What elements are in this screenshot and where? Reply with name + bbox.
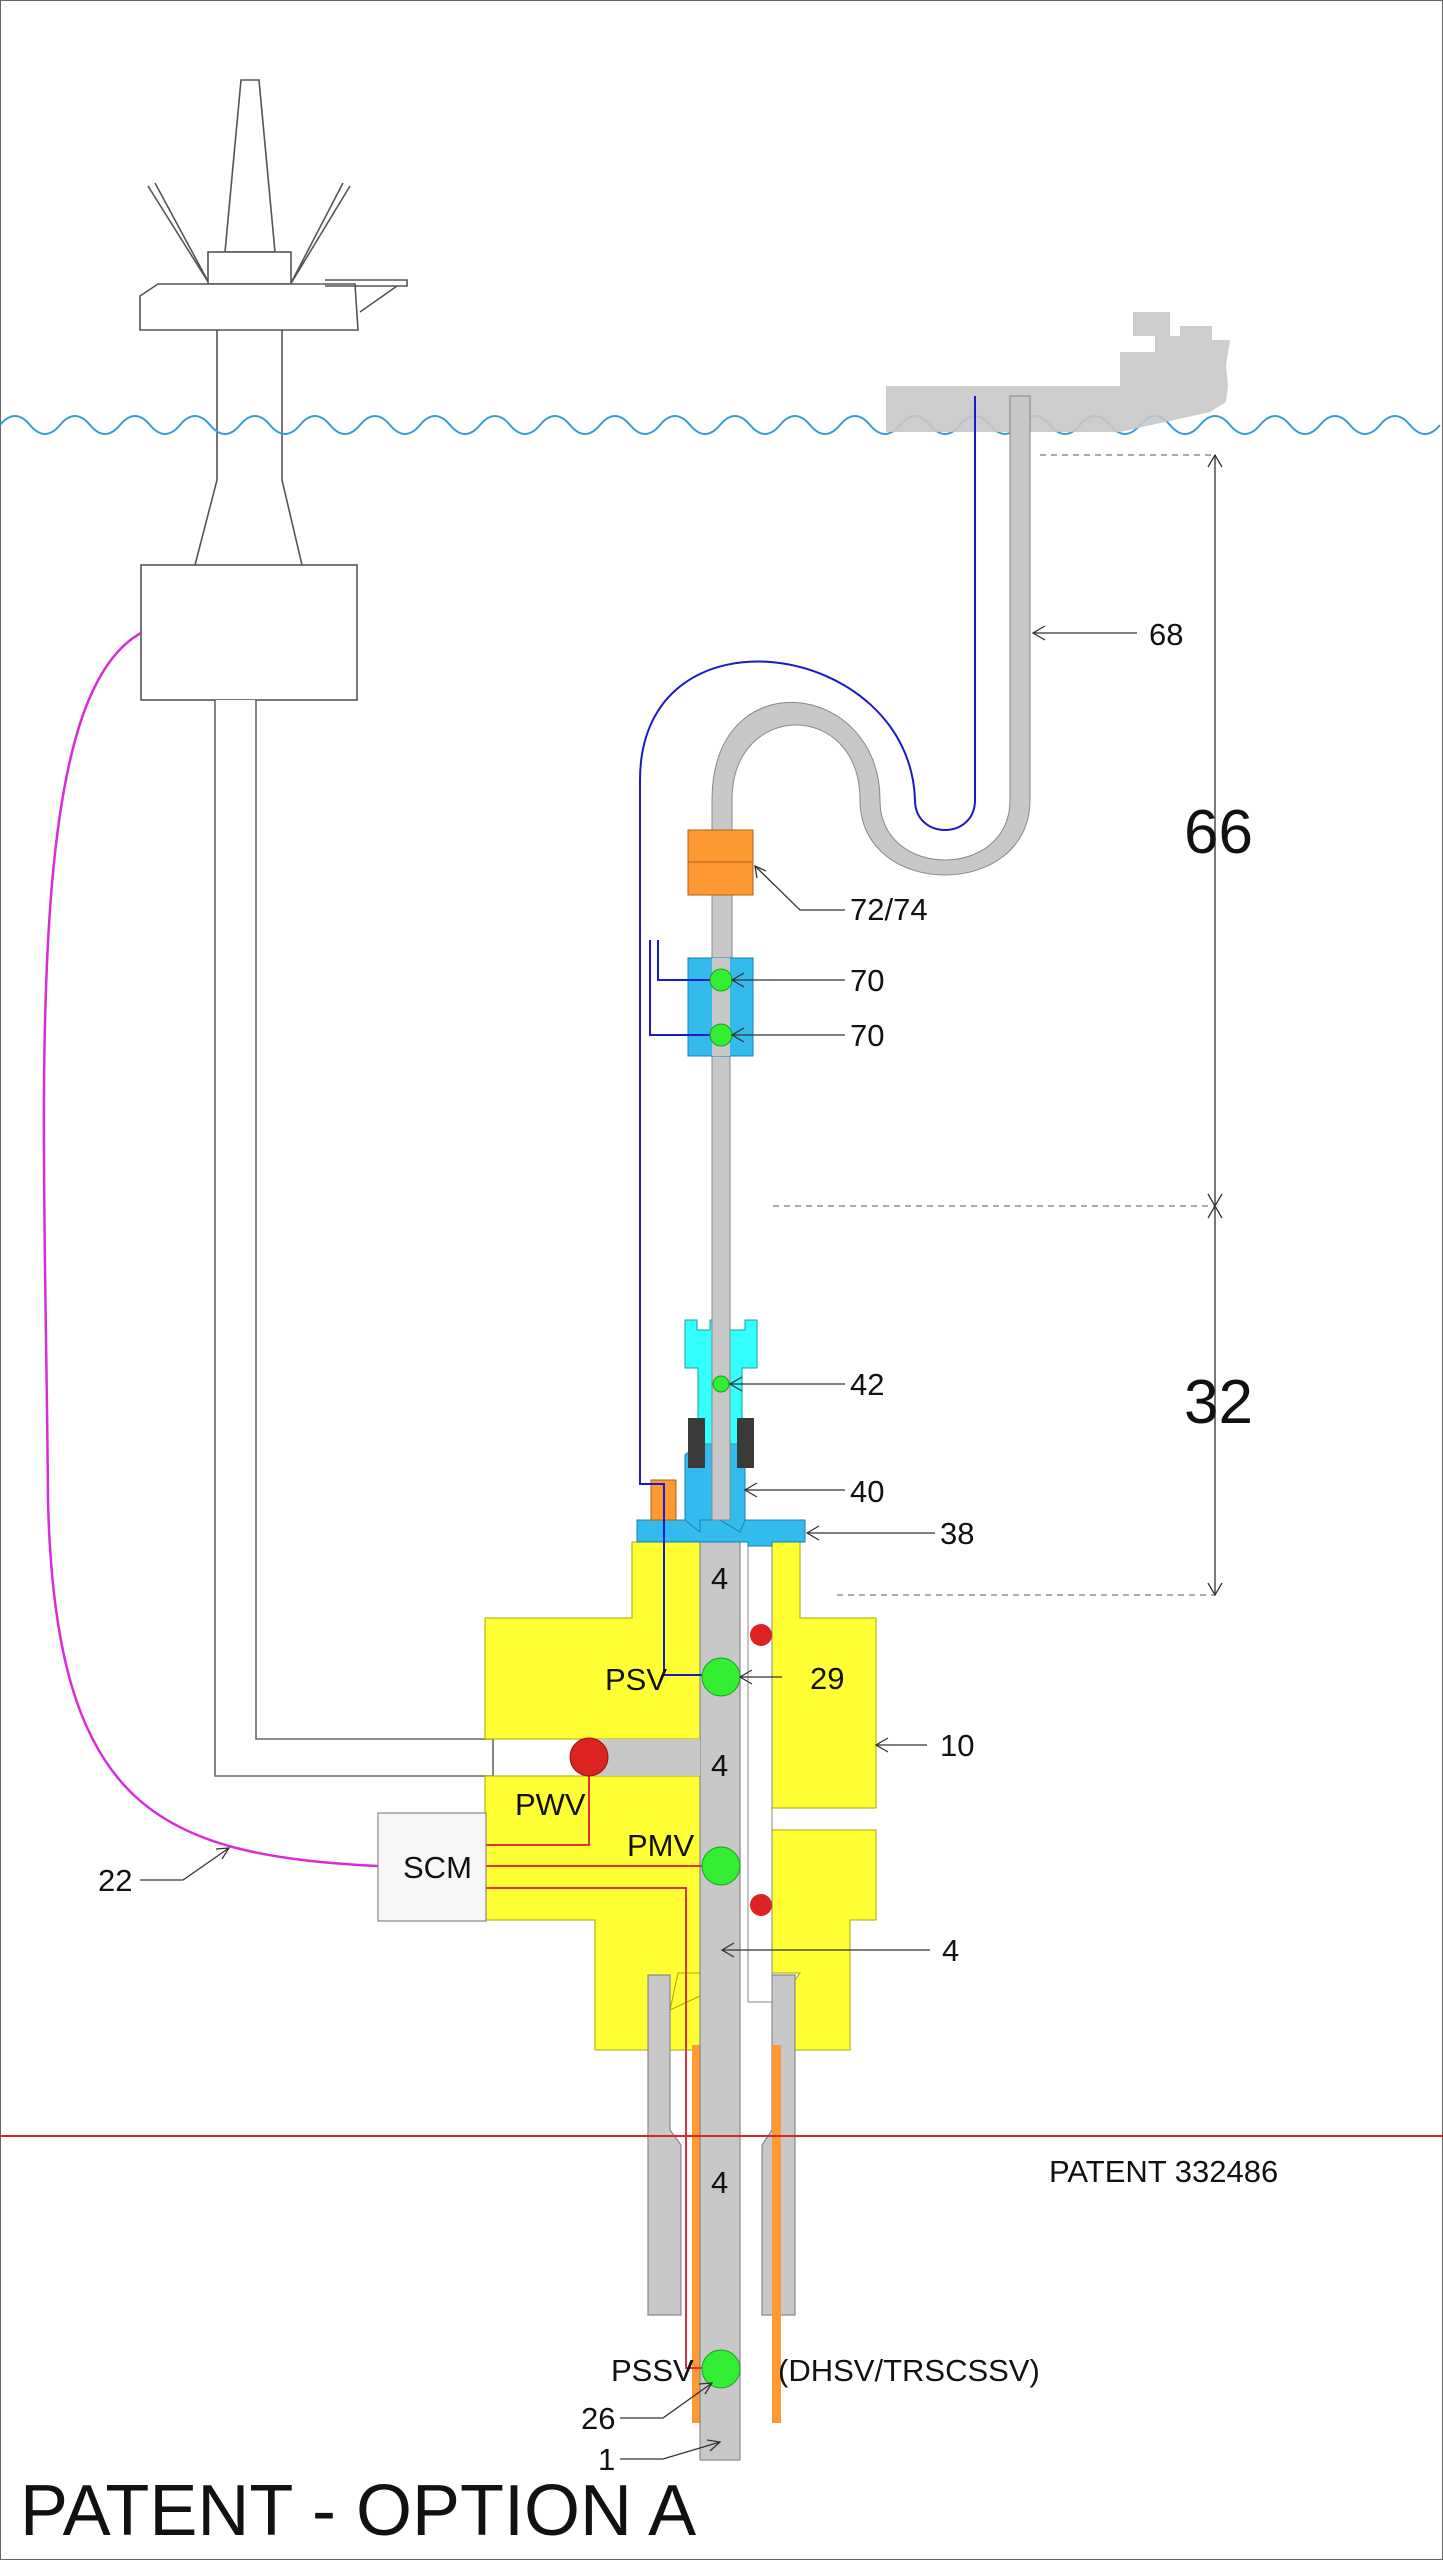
bore-label-lower: 4 <box>711 2165 728 2200</box>
sea-surface <box>0 415 1441 435</box>
valve-pssv <box>701 2349 741 2389</box>
control-line-main <box>639 396 976 1676</box>
vessel <box>886 312 1230 432</box>
ref-1: 1 <box>598 2442 615 2477</box>
valve-pmv <box>701 1846 741 1886</box>
flexible-riser <box>711 395 1031 1001</box>
platform-base <box>140 564 358 701</box>
valve-label-pssv-alt: (DHSV/TRSCSSV) <box>778 2353 1040 2388</box>
connector-clamp <box>688 1418 754 1468</box>
ref-42: 42 <box>850 1367 884 1402</box>
ref-29: 29 <box>810 1661 844 1696</box>
valve-70-lower <box>709 1023 733 1047</box>
valve-label-psv: PSV <box>605 1662 667 1697</box>
ref-26: 26 <box>581 2401 615 2436</box>
control-line-70a <box>657 940 720 981</box>
wing-bore <box>585 1739 700 1776</box>
annulus-valve-lower <box>750 1894 772 1916</box>
ref-70-lower: 70 <box>850 1018 884 1053</box>
ref-70-upper: 70 <box>850 963 884 998</box>
riser-bore <box>711 999 731 1521</box>
valve-70-upper <box>709 968 733 992</box>
platform-pipe <box>214 700 494 1777</box>
valve-label-pmv: PMV <box>627 1828 695 1863</box>
dimension-66: 66 <box>1184 798 1253 867</box>
ref-38: 38 <box>940 1516 974 1551</box>
ref-22: 22 <box>98 1863 132 1898</box>
ref-72-74: 72/74 <box>850 892 928 927</box>
bore-label-middle: 4 <box>711 1748 728 1783</box>
valve-42 <box>712 1375 730 1393</box>
tree-cap <box>636 1519 806 1547</box>
valve-pwv <box>569 1737 609 1777</box>
ref-68: 68 <box>1149 617 1183 652</box>
annulus-bore <box>747 1541 773 2003</box>
ref-10: 10 <box>940 1728 974 1763</box>
leader-lines <box>140 625 1137 2460</box>
annulus-valve-upper <box>750 1624 772 1646</box>
ref-40: 40 <box>850 1474 884 1509</box>
page-title: PATENT - OPTION A <box>20 2471 696 2551</box>
scm-label: SCM <box>403 1850 472 1885</box>
ref-4: 4 <box>942 1933 959 1968</box>
patent-number: PATENT 332486 <box>1049 2154 1278 2189</box>
valve-psv <box>701 1657 741 1697</box>
valve-label-pssv: PSSV <box>611 2353 694 2388</box>
control-line-70b <box>649 940 720 1036</box>
dimension-32: 32 <box>1184 1368 1253 1437</box>
valve-label-pwv: PWV <box>515 1787 586 1822</box>
dimension-lines <box>773 453 1223 1597</box>
scm-module <box>377 1812 487 1922</box>
xmas-tree-body <box>484 1541 877 2051</box>
umbilical-line <box>42 631 379 1868</box>
tubing-hanger <box>692 2045 781 2423</box>
bore-label-upper: 4 <box>711 1561 728 1596</box>
platform-drawing <box>139 79 408 701</box>
